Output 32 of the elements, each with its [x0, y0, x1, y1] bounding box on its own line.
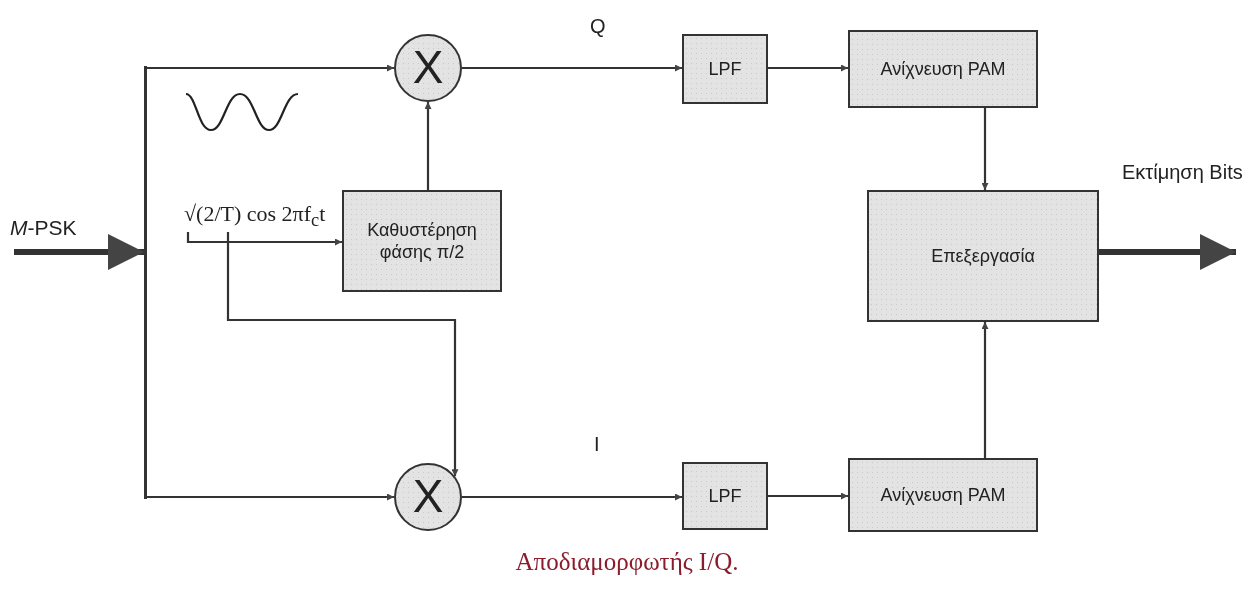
process-box — [848, 458, 1038, 532]
arrow — [14, 234, 144, 270]
mixer-symbol: X — [411, 40, 445, 96]
input-signal-label: M-PSK — [10, 216, 77, 240]
box-label: Επεξεργασία — [930, 244, 1036, 268]
box-label: Ανίχνευση PAM — [879, 57, 1007, 81]
mixer-symbol: X — [411, 469, 445, 525]
arrow — [768, 492, 848, 500]
process-box — [848, 30, 1038, 108]
box-label: LPF — [707, 484, 743, 508]
edge-label: Εκτίμηση Bits — [1120, 160, 1245, 184]
box-label: Ανίχνευση PAM — [879, 483, 1007, 507]
arrow — [424, 102, 432, 190]
arrow — [147, 64, 394, 72]
process-box — [682, 34, 768, 104]
arrow — [981, 322, 989, 458]
arrow — [981, 108, 989, 190]
arrow — [462, 493, 682, 501]
arrow — [226, 232, 459, 477]
arrow — [186, 232, 342, 246]
arrow — [462, 64, 682, 72]
carrier-formula: √(2/T) cos 2πf$_{c}$t — [184, 200, 326, 232]
process-box — [867, 190, 1099, 322]
process-box — [342, 190, 502, 292]
caption: Αποδιαμορφωτής I/Q. — [514, 548, 740, 576]
process-box — [682, 462, 768, 530]
arrow — [147, 493, 394, 501]
box-label: Καθυστέρηση φάσης π/2 — [366, 218, 478, 264]
box-label: LPF — [707, 57, 743, 81]
signal-bus-line — [144, 66, 147, 499]
arrow — [768, 64, 848, 72]
arrow — [1099, 234, 1236, 270]
